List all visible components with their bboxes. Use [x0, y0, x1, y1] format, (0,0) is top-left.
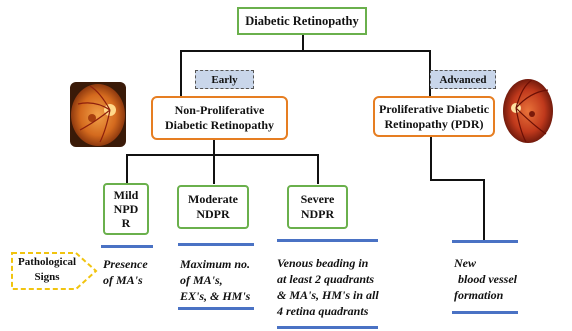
npdr-label-line1: Non-Proliferative: [174, 103, 265, 117]
connector-pdr-horizontal: [430, 179, 484, 181]
moderate-signs-text: Maximum no. of MA's, EX's, & HM's: [180, 256, 270, 304]
connector-pdr-down-1: [430, 136, 432, 180]
severe-npdr-box: Severe NDPR: [287, 185, 348, 229]
mild-label-line2: NPD: [113, 202, 139, 216]
retina-fundus-image-icon: [502, 76, 554, 146]
sign-line: EX's, & HM's: [180, 289, 251, 303]
sign-line: Maximum no.: [180, 257, 251, 271]
pathological-signs-arrow: [11, 252, 98, 290]
connector-top-horizontal: [180, 50, 430, 52]
connector-to-mild: [126, 154, 128, 184]
severe-signs-text: Venous beading in at least 2 quadrants &…: [277, 255, 397, 319]
advanced-tag-label: Advanced: [439, 73, 487, 86]
pathological-line2: Signs: [34, 271, 60, 283]
pdr-signs-text: New blood vessel formation: [454, 255, 544, 303]
sign-line: New: [454, 256, 476, 270]
moderate-label-line1: Moderate: [188, 192, 238, 206]
connector-to-severe: [317, 154, 319, 184]
mild-signs-text: Presence of MA's: [103, 256, 173, 288]
npdr-label-line2: Diabetic Retinopathy: [165, 118, 274, 132]
connector-pdr-down-2: [483, 179, 485, 241]
pdr-bottom-divider: [452, 311, 518, 314]
mild-label-line1: Mild: [113, 188, 139, 202]
connector-to-npdr: [180, 50, 182, 98]
connector-npdr-down: [213, 139, 215, 155]
severe-label-line2: NDPR: [300, 207, 335, 221]
sign-line: 4 retina quadrants: [277, 304, 369, 318]
sign-line: Venous beading in: [277, 256, 369, 270]
pdr-divider: [452, 240, 518, 243]
sign-line: of MA's: [103, 273, 143, 287]
severe-bottom-divider: [277, 326, 378, 329]
sign-line: blood vessel: [458, 272, 517, 286]
moderate-bottom-divider: [178, 307, 254, 310]
mild-npdr-box: Mild NPD R: [103, 183, 149, 235]
mild-label-line3: R: [121, 216, 131, 230]
moderate-divider: [178, 243, 254, 246]
sign-line: of MA's,: [180, 273, 223, 287]
title-box: Diabetic Retinopathy: [237, 7, 367, 35]
moderate-label-line2: NDPR: [196, 207, 230, 221]
pdr-box: Proliferative Diabetic Retinopathy (PDR): [373, 96, 495, 137]
sign-line: Presence: [103, 257, 148, 271]
page-title: Diabetic Retinopathy: [245, 13, 359, 28]
connector-to-moderate: [213, 154, 215, 184]
early-tag: Early: [195, 70, 254, 89]
sign-line: at least 2 quadrants: [277, 272, 375, 286]
retina-fundus-image-icon: [70, 82, 126, 147]
npdr-box: Non-Proliferative Diabetic Retinopathy: [151, 96, 288, 140]
advanced-tag: Advanced: [430, 70, 496, 89]
sign-line: & MA's, HM's in all: [277, 288, 379, 302]
pathological-signs-label: Pathological Signs: [14, 255, 80, 287]
severe-label-line1: Severe: [300, 192, 335, 206]
sign-line: formation: [454, 288, 504, 302]
mild-divider: [101, 245, 153, 248]
moderate-npdr-box: Moderate NDPR: [177, 185, 249, 229]
pdr-label-line2: Retinopathy (PDR): [384, 116, 484, 131]
connector-stage-horizontal: [126, 154, 319, 156]
early-tag-label: Early: [211, 73, 238, 86]
connector-title-down: [302, 34, 304, 51]
pathological-line1: Pathological: [17, 256, 77, 268]
severe-divider: [277, 239, 378, 242]
pdr-label-line1: Proliferative Diabetic: [378, 101, 490, 116]
